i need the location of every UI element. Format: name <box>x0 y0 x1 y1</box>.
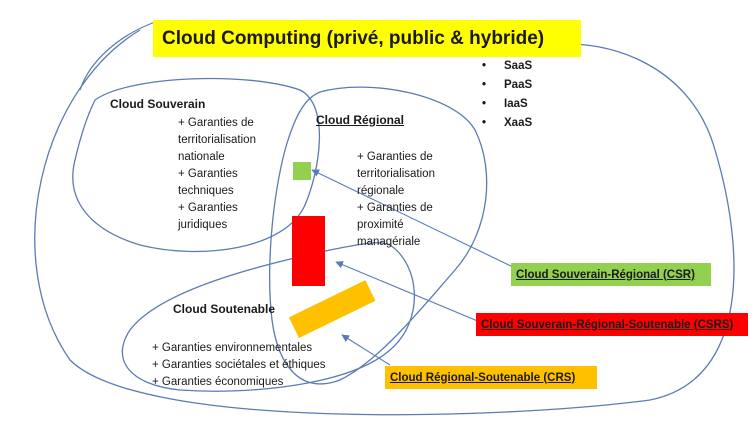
csrs-tag: Cloud Souverain-Régional-Soutenable (CSR… <box>476 313 748 336</box>
cloud-soutenable-guarantees: + Garanties environnementales + Garantie… <box>152 342 326 388</box>
cloud-soutenable-heading: Cloud Soutenable <box>173 302 275 316</box>
cloud-souverain-heading: Cloud Souverain <box>110 97 206 111</box>
cloud-souverain-guarantees: + Garanties de territorialisation nation… <box>178 117 256 231</box>
csr-tag: Cloud Souverain-Régional (CSR) <box>511 263 711 286</box>
csrs-marker <box>292 216 325 286</box>
cloud-regional-guarantees: + Garanties de territorialisation région… <box>357 151 435 248</box>
csr-marker <box>293 162 311 180</box>
list-item: •SaaS <box>482 60 533 72</box>
list-item: •PaaS <box>482 79 533 91</box>
crs-arrow <box>341 334 391 366</box>
page-title: Cloud Computing (privé, public & hybride… <box>153 20 581 57</box>
list-item: •XaaS <box>482 117 533 129</box>
csr-arrow <box>311 169 516 269</box>
cloud-computing-boundary <box>34 29 735 416</box>
cloud-regional-boundary <box>269 86 488 385</box>
service-model-list: •SaaS •PaaS •IaaS •XaaS <box>482 57 532 133</box>
csrs-arrow <box>335 261 481 323</box>
crs-marker <box>288 280 376 339</box>
list-item: •IaaS <box>482 98 528 110</box>
crs-tag: Cloud Régional-Soutenable (CRS) <box>385 366 597 389</box>
cloud-regional-heading: Cloud Régional <box>316 113 404 127</box>
cloud-computing-boundary-tail <box>79 21 156 91</box>
cloud-souverain-boundary <box>72 77 321 253</box>
